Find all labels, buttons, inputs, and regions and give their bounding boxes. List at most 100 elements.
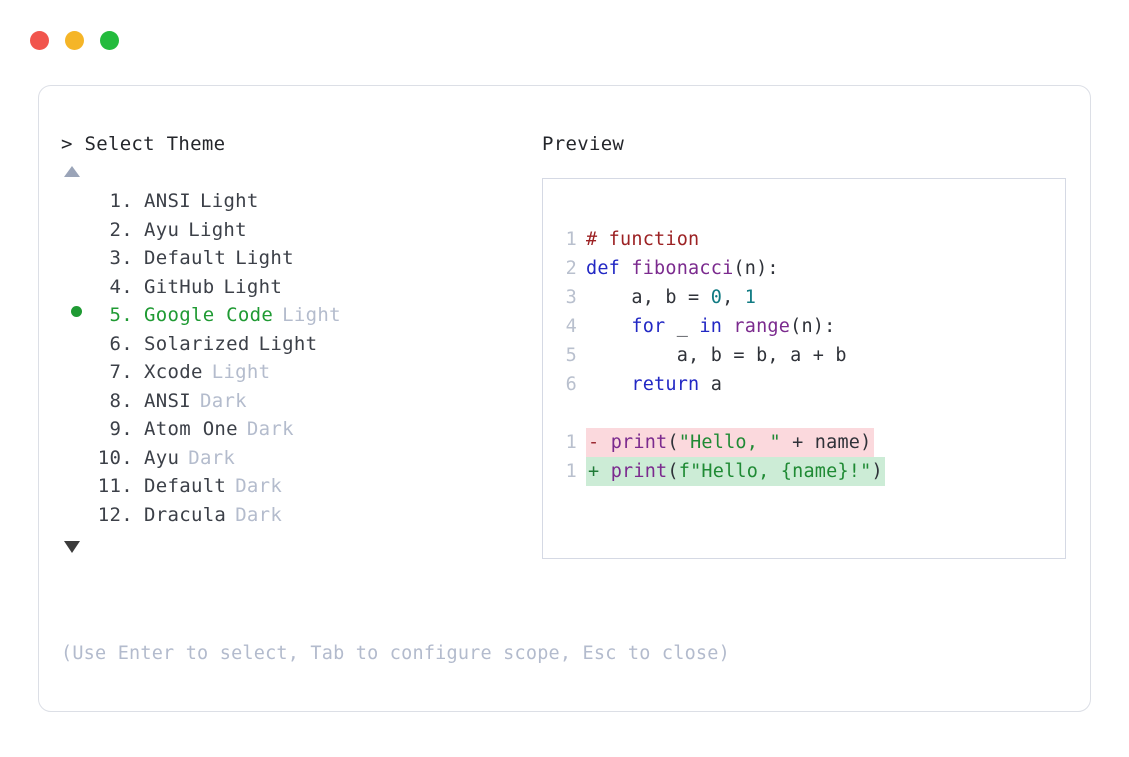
theme-item-name: Solarized xyxy=(144,332,250,355)
code-text: for _ in range(n): xyxy=(586,312,835,341)
diff-space xyxy=(599,461,610,482)
diff-marker: + xyxy=(588,461,600,482)
theme-item-variant: Light xyxy=(235,247,294,269)
code-token: (n): xyxy=(733,258,779,279)
theme-item-index: 3. xyxy=(109,247,133,269)
theme-item-variant: Light xyxy=(282,304,341,326)
code-token: 1 xyxy=(744,287,757,308)
theme-item-index: 11. xyxy=(97,475,133,497)
scroll-up-icon[interactable] xyxy=(64,166,80,177)
code-token: in xyxy=(699,316,723,337)
code-line: 6 return a xyxy=(543,370,1065,399)
theme-item-variant: Dark xyxy=(199,389,247,412)
code-text: - print("Hello, " + name) xyxy=(586,428,874,457)
theme-list-item[interactable]: 7. Xcode Light xyxy=(61,358,531,387)
code-token: print xyxy=(610,461,668,482)
theme-item-name: Xcode xyxy=(144,361,203,383)
close-button[interactable] xyxy=(30,31,49,50)
diff-highlight: - print("Hello, " + name) xyxy=(586,428,874,457)
theme-item-name: ANSI xyxy=(144,190,191,212)
theme-item-name: Default xyxy=(144,475,227,497)
code-token: ( xyxy=(667,461,679,482)
code-token: fibonacci xyxy=(631,258,734,279)
theme-item-variant: Light xyxy=(188,218,247,241)
line-number: 4 xyxy=(565,316,577,337)
diff-lines: 1- print("Hello, " + name)1+ print(f"Hel… xyxy=(543,428,1065,486)
preview-label: Preview xyxy=(542,133,625,155)
code-line: 4 for _ in range(n): xyxy=(543,312,1065,341)
theme-item-variant: Dark xyxy=(235,503,283,526)
maximize-button[interactable] xyxy=(100,31,119,50)
code-token: a, b = xyxy=(586,287,711,308)
theme-item-variant: Dark xyxy=(188,446,236,469)
theme-item-name: ANSI xyxy=(144,389,191,412)
theme-item-variant: Light xyxy=(211,361,271,383)
theme-list-item[interactable]: 8. ANSI Dark xyxy=(61,387,531,416)
theme-item-index: 7. xyxy=(109,361,133,383)
code-text: + print(f"Hello, {name}!") xyxy=(586,457,885,486)
code-token: print xyxy=(610,432,668,453)
theme-item-index: 5. xyxy=(109,304,133,326)
selection-bullet-cell xyxy=(61,306,91,321)
theme-item-variant: Dark xyxy=(235,475,283,497)
scroll-down-icon[interactable] xyxy=(64,541,80,553)
line-number: 1 xyxy=(565,432,577,453)
code-token: f"Hello, {name}!" xyxy=(678,461,872,482)
theme-item-name: GitHub xyxy=(144,275,215,298)
line-number: 1 xyxy=(565,461,577,482)
code-token: range xyxy=(733,316,791,337)
theme-item-name: Ayu xyxy=(144,446,180,469)
code-token: return xyxy=(631,374,700,395)
diff-highlight: + print(f"Hello, {name}!") xyxy=(586,457,885,486)
line-number: 2 xyxy=(565,258,577,279)
keyboard-hint: (Use Enter to select, Tab to configure s… xyxy=(61,643,730,664)
code-token: (n): xyxy=(790,316,836,337)
theme-item-index: 8. xyxy=(109,389,133,412)
code-token: ) xyxy=(871,461,883,482)
theme-list-item[interactable]: 11. Default Dark xyxy=(61,472,531,501)
code-text: a, b = b, a + b xyxy=(586,341,847,370)
code-token: for xyxy=(631,316,666,337)
theme-item-index: 2. xyxy=(109,218,133,241)
code-text: def fibonacci(n): xyxy=(586,254,779,283)
code-token: + name) xyxy=(780,432,872,453)
theme-item-index: 9. xyxy=(109,418,133,440)
code-token: a xyxy=(699,374,723,395)
code-token: "Hello, " xyxy=(678,432,781,453)
theme-list-item[interactable]: 10. Ayu Dark xyxy=(61,444,531,473)
diff-line-add: 1 + print(f"Hello, {name}!") xyxy=(543,457,1065,486)
theme-item-index: 10. xyxy=(97,446,133,469)
code-token: a, b = b, a + b xyxy=(586,345,847,366)
code-line: 2 def fibonacci(n): xyxy=(543,254,1065,283)
line-number: 1 xyxy=(565,229,577,250)
code-text: return a xyxy=(586,370,722,399)
code-line: 5 a, b = b, a + b xyxy=(543,341,1065,370)
theme-item-index: 4. xyxy=(109,275,133,298)
code-line: 3 a, b = 0, 1 xyxy=(543,283,1065,312)
theme-list-item[interactable]: 6. Solarized Light xyxy=(61,330,531,359)
minimize-button[interactable] xyxy=(65,31,84,50)
theme-item-index: 6. xyxy=(109,332,133,355)
theme-item-index: 1. xyxy=(109,190,133,212)
window-traffic-lights xyxy=(30,31,119,50)
diff-space xyxy=(599,432,610,453)
code-token xyxy=(722,316,733,337)
selected-bullet-icon xyxy=(70,306,82,317)
prompt-label: > Select Theme xyxy=(61,133,226,155)
code-token xyxy=(586,374,631,395)
code-token xyxy=(586,316,631,337)
theme-item-name: Atom One xyxy=(144,418,238,440)
theme-item-variant: Light xyxy=(258,332,318,355)
